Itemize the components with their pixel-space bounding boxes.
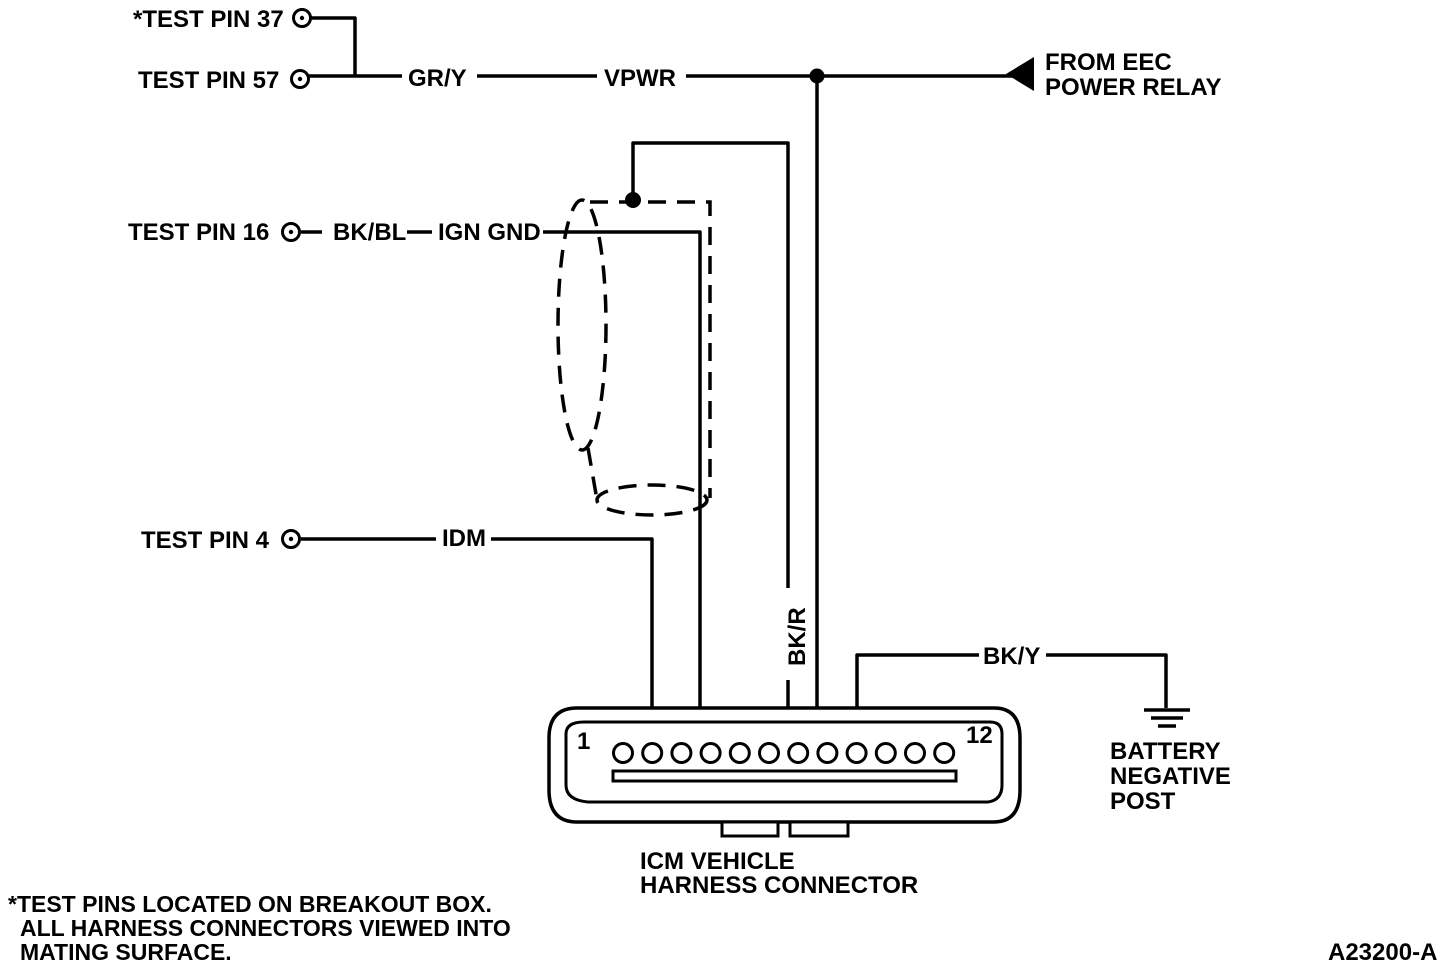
test-pin-57-terminal (290, 69, 310, 89)
vpwr-splice-dot (809, 68, 825, 84)
connector-pin-4 (699, 742, 722, 764)
idm-circuit-wire (301, 537, 654, 730)
wire-label-vpwr: VPWR (604, 65, 676, 92)
wire-label-bk-r: BK/R (784, 607, 811, 666)
ground-label-line1: BATTERY (1110, 738, 1221, 765)
test-pin-37-label: *TEST PIN 37 (133, 6, 284, 33)
vpwr-circuit-wire (309, 16, 1018, 730)
connector-pin-1 (612, 742, 634, 764)
wire-label-gr-y: GR/Y (408, 65, 467, 92)
footnote-line1: *TEST PINS LOCATED ON BREAKOUT BOX. (8, 891, 492, 917)
test-pin-37-terminal (292, 8, 312, 28)
connector-pin-3 (670, 742, 693, 764)
wire-label-ign-gnd: IGN GND (438, 219, 541, 246)
relay-label-line1: FROM EEC (1045, 49, 1172, 76)
power-relay-arrow-icon (1006, 57, 1034, 91)
connector-pins (612, 742, 956, 764)
footnote-line3: MATING SURFACE. (20, 939, 232, 965)
test-pin-4-label: TEST PIN 4 (141, 527, 270, 554)
test-pin-4-terminal (281, 529, 301, 549)
test-pin-16-label: TEST PIN 16 (128, 219, 269, 246)
shield-splice-dot (625, 192, 641, 208)
connector-title-line2: HARNESS CONNECTOR (640, 872, 918, 899)
ign-gnd-circuit-wire (301, 230, 702, 730)
connector-pin-12 (933, 742, 956, 764)
connector-title-line1: ICM VEHICLE (640, 848, 795, 875)
connector-pin-6 (758, 742, 780, 764)
footnote-line2: ALL HARNESS CONNECTORS VIEWED INTO (20, 915, 511, 941)
ground-symbol-icon (1144, 708, 1190, 728)
connector-pin-10 (874, 742, 897, 764)
ground-label-line2: NEGATIVE (1110, 763, 1231, 790)
icm-harness-connector (547, 706, 1022, 838)
test-pin-16-terminal (281, 222, 301, 242)
wire-label-idm: IDM (442, 525, 486, 552)
test-pin-57-label: TEST PIN 57 (138, 67, 279, 94)
bk-y-circuit-wire (855, 653, 1168, 730)
connector-pin-8 (816, 742, 839, 764)
relay-label-line2: POWER RELAY (1045, 74, 1221, 101)
connector-pin-5 (728, 742, 751, 764)
connector-pin-2 (641, 742, 664, 764)
connector-pin-12-label: 12 (966, 722, 993, 749)
cable-shield (556, 198, 712, 517)
connector-pin-1-label: 1 (577, 728, 590, 755)
connector-pin-7 (787, 742, 810, 764)
ground-label-line3: POST (1110, 788, 1176, 815)
wire-label-bk-y: BK/Y (983, 643, 1040, 670)
figure-id: A23200-A (1328, 939, 1437, 966)
connector-pin-11 (904, 742, 926, 764)
wire-label-bk-bl: BK/BL (333, 219, 406, 246)
connector-pin-9 (845, 742, 868, 764)
